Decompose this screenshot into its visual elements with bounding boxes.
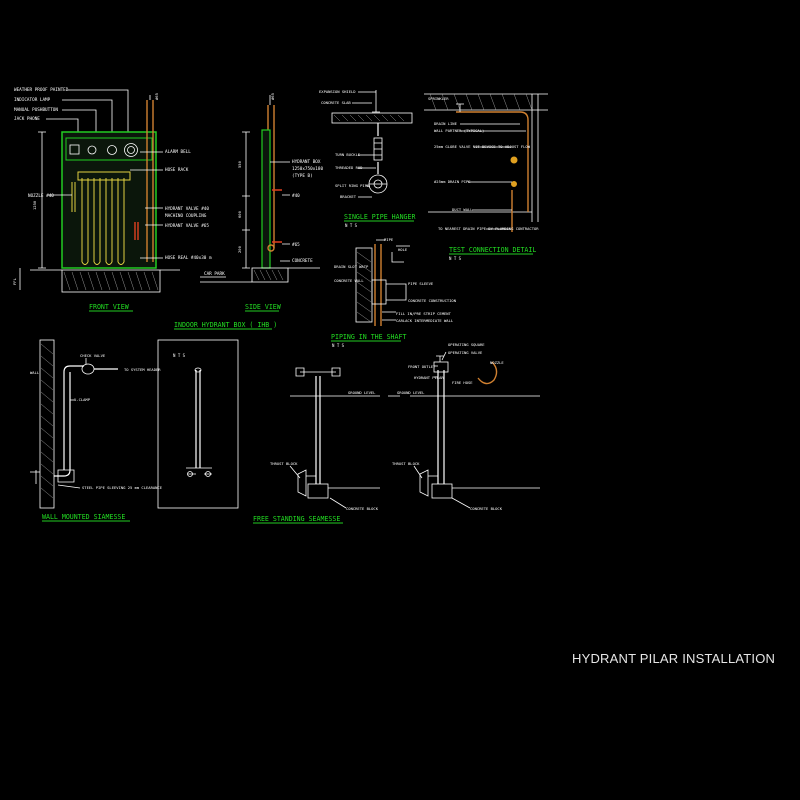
pis-nts: N T S: [332, 343, 345, 348]
hp-callout-operating-valve: OPERATING VALVE: [448, 350, 483, 355]
tc-callout-wall-partner: WALL PARTNER (TYPICAL): [434, 128, 484, 133]
callout-hose-real: HOSE REAL #40x30 m: [165, 255, 212, 261]
hp-callout-nozzle: NOZZLE: [490, 360, 504, 365]
pis-callout-pipe: PIPE: [384, 237, 394, 242]
callout-hose-rack: HOSE RACK: [165, 167, 189, 173]
tc-callout-sprinkler: SPRINKLER: [428, 96, 449, 101]
sv-callout-concrete: CONCRETE: [292, 258, 313, 264]
tc-callout-nearest-drain: TO NEAREST DRAIN PIPE BY PLUMBING CONTRA…: [438, 226, 539, 231]
sph-nts: N T S: [345, 223, 358, 228]
fv-floor-dim: FFL: [12, 277, 17, 285]
hp-callout-front-outlet: FRONT OUTLET: [408, 364, 436, 369]
tc-nts: N T S: [449, 256, 462, 261]
pis-callout-carlack: CARLACK INTERMEDIATE WALL: [396, 318, 454, 323]
nts-panel: N T S: [157, 339, 239, 509]
callout-hydrant-valve-40: HYDRANT VALVE #40: [165, 206, 209, 212]
callout-manual-pushbutton: MANUAL PUSHBUTTON: [14, 107, 58, 113]
side-view-title: SIDE VIEW: [245, 303, 281, 311]
pis-callout-hole: HOLE: [398, 247, 408, 252]
callout-alarm-bell: ALARM BELL: [165, 149, 191, 155]
wms-callout-u-clamp: U-CLAMP: [74, 397, 91, 402]
tc-callout-duct-wall: DUCT WALL: [452, 207, 473, 212]
sheet-title: HYDRANT PILAR INSTALLATION: [572, 651, 775, 666]
sph-callout-threaded-rod: THREADED ROD: [335, 165, 363, 170]
wms-callout-system-header: TO SYSTEM HEADER: [124, 367, 161, 372]
sph-callout-turn-buckle: TURN BUCKLE: [335, 152, 361, 157]
hydrant-pillar-detail: GROUND LEVEL THRUST BLOCK CONCRETE BLOCK…: [392, 342, 540, 511]
sv-callout-dims: 1250x750x180: [292, 166, 323, 172]
hp-callout-hydrant-pilar: HYDRANT PILAR: [414, 375, 444, 380]
piping-in-shaft: PIPE HOLE DRAIN SLOT WATP CONCRETE WALL …: [331, 237, 457, 348]
hp-callout-operating-square: OPERATING SQUARE: [448, 342, 485, 347]
pis-callout-concrete-wall: CONCRETE WALL: [334, 278, 364, 283]
sv-callout-car-park: CAR PARK: [204, 271, 225, 277]
callout-machino-coupling: MACHINO COUPLING: [165, 213, 207, 219]
hp-callout-concrete-block: CONCRETE BLOCK: [470, 506, 503, 511]
front-view-title: FRONT VIEW: [89, 303, 129, 311]
hp-callout-ground-level: GROUND LEVEL: [397, 390, 425, 395]
nts-panel-label: N T S: [173, 353, 186, 358]
test-connection-detail: SPRINKLER DRAIN LINE WALL PARTNER (TYPIC…: [424, 93, 548, 261]
sv-dim-3: 200: [237, 245, 242, 253]
hp-callout-thrust-block: THRUST BLOCK: [392, 461, 420, 466]
free-standing-title: FREE STANDING SEAMESSE: [253, 515, 340, 523]
front-view: WEATHER PROOF PAINTED INDICATOR LAMP MAN…: [12, 87, 212, 312]
sv-callout-65: #65: [292, 242, 300, 248]
wall-mounted-siamese: CHECK VALVE TO SYSTEM HEADER WALL U-CLAM…: [30, 339, 163, 522]
sv-dim-1: 550: [237, 160, 242, 168]
pis-callout-concrete-construction: CONCRETE CONSTRUCTION: [408, 298, 457, 303]
fv-pipe-label: #65: [154, 93, 159, 100]
test-connection-title: TEST CONNECTION DETAIL: [449, 246, 536, 254]
wms-callout-wall: WALL: [30, 370, 40, 375]
wms-callout-sleeving: STEEL PIPE SLEEVING 25 mm CLEARANCE: [82, 485, 163, 490]
sv-callout-hydrant-box: HYDRANT BOX: [292, 159, 321, 165]
sph-callout-split-ring: SPLIT RING PIPE: [335, 183, 370, 188]
hp-callout-fire-hose: FIRE HOSE: [452, 380, 473, 385]
fss-callout-ground-level: GROUND LEVEL: [348, 390, 376, 395]
single-pipe-hanger: EXPANSION SHIELD CONCRETE SLAB TURN BUCK…: [319, 89, 415, 228]
single-pipe-hanger-title: SINGLE PIPE HANGER: [344, 213, 415, 221]
fv-height-dim: 1250: [32, 200, 37, 210]
tc-callout-drain-pipe: #25mm DRAIN PIPE: [434, 179, 471, 184]
wall-siamese-title: WALL MOUNTED SIAMESSE: [42, 513, 125, 521]
sv-callout-type: (TYPE B): [292, 173, 313, 179]
callout-nozzle-40: NOZZLE #40: [28, 193, 54, 199]
callout-hydrant-valve-65: HYDRANT VALVE #65: [165, 223, 209, 229]
callout-jack-phone: JACK PHONE: [14, 116, 40, 122]
piping-shaft-title: PIPING IN THE SHAFT: [331, 333, 406, 341]
wms-callout-check-valve: CHECK VALVE: [80, 353, 106, 358]
pis-callout-drain-slot: DRAIN SLOT WATP: [334, 264, 369, 269]
callout-weather-proof: WEATHER PROOF PAINTED: [14, 87, 69, 93]
sv-dim-2: 600: [237, 210, 242, 218]
sv-pipe-label: #65: [270, 93, 275, 100]
sv-callout-40: #40: [292, 193, 300, 199]
sph-callout-expansion-shield: EXPANSION SHIELD: [319, 89, 356, 94]
fss-callout-concrete-block: CONCRETE BLOCK: [346, 506, 379, 511]
pis-callout-fill: FILL IN/PRE STRIP CEMENT: [396, 311, 452, 316]
tc-callout-drain-line: DRAIN LINE: [434, 121, 458, 126]
sph-callout-bracket: BRACKET: [340, 194, 357, 199]
callout-indicator-lamp: INDICATOR LAMP: [14, 97, 51, 103]
fss-callout-thrust-block: THRUST BLOCK: [270, 461, 298, 466]
side-view: #65 550 600 200 HYDRANT BOX 1250x750x180…: [200, 93, 323, 312]
indoor-hydrant-box-title: INDOOR HYDRANT BOX ( IHB ): [174, 321, 277, 329]
pis-callout-pipe-sleeve: PIPE SLEEVE: [408, 281, 434, 286]
free-standing-siamese: GROUND LEVEL THRUST BLOCK CONCRETE BLOCK…: [253, 367, 400, 524]
sph-callout-concrete-slab: CONCRETE SLAB: [321, 100, 351, 105]
tc-callout-globe-valve: 25mm GLOBE VALVE NOT DEVICE TO ADJUST FL…: [434, 144, 531, 149]
